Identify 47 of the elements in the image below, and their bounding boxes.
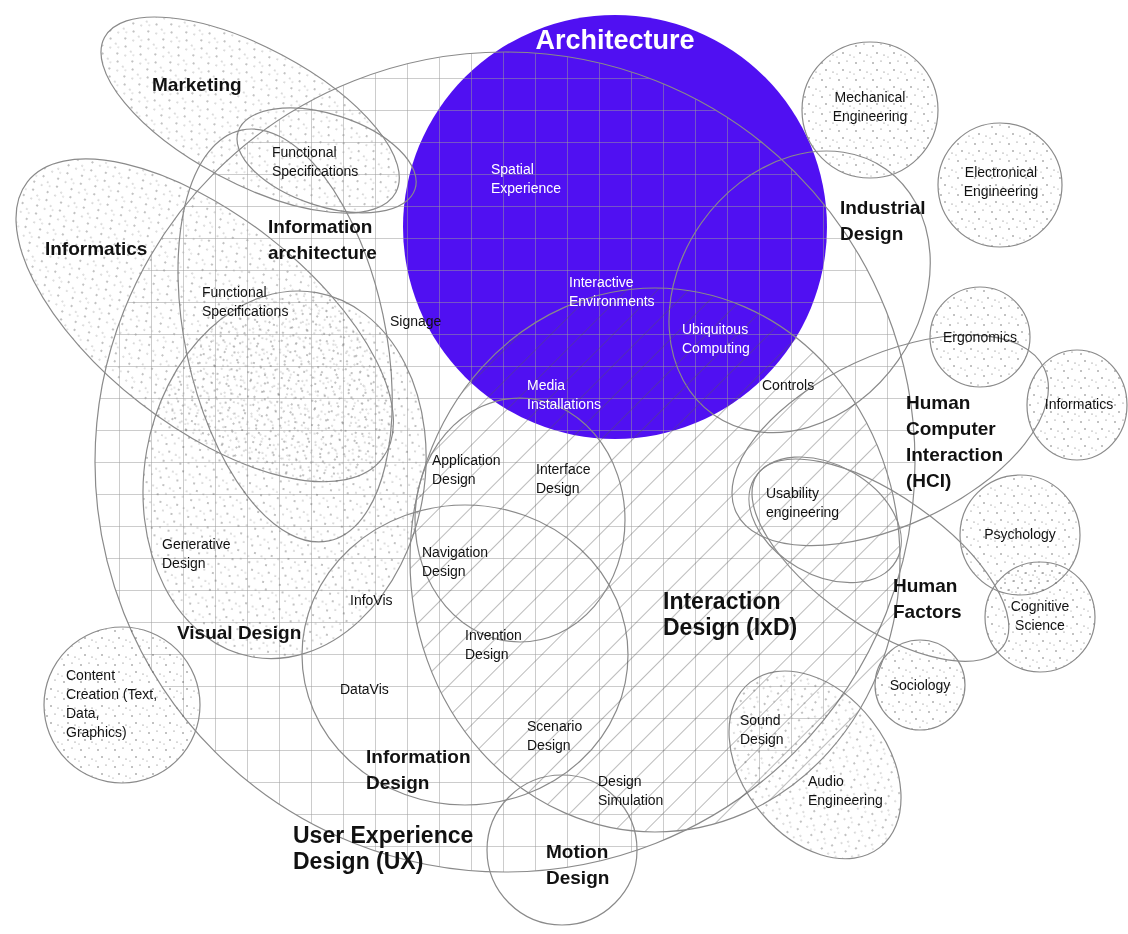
circle-region xyxy=(802,42,938,178)
area-label: Scenario Design xyxy=(527,717,584,755)
region-label: Ergonomics xyxy=(942,328,1018,347)
region-label: Human Computer Interaction (HCI) xyxy=(906,391,1005,493)
area-label: Ubiquitous Computing xyxy=(682,320,751,358)
area-label: Media Installations xyxy=(527,376,602,414)
region-label: Electronical Engineering xyxy=(962,163,1040,201)
area-label: Navigation Design xyxy=(422,543,490,581)
region-label: Sociology xyxy=(888,676,952,695)
region-label: Marketing xyxy=(152,73,243,97)
area-label: Controls xyxy=(762,376,816,395)
region-label: Functional Specifications xyxy=(272,143,360,181)
area-label: Functional Specifications xyxy=(202,283,290,321)
region-label: Application Design xyxy=(432,451,502,489)
region-label: Content Creation (Text, Data, Graphics) xyxy=(66,666,159,742)
area-label: Design Simulation xyxy=(598,772,665,810)
region-label: Mechanical Engineering xyxy=(831,88,909,126)
region-label: Information Design xyxy=(366,745,472,795)
area-label: Spatial Experience xyxy=(491,160,563,198)
region-label: Interaction Design (IxD) xyxy=(663,588,799,640)
area-label: DataVis xyxy=(340,680,390,699)
region-label: Information architecture xyxy=(268,215,378,265)
region-label: Usability engineering xyxy=(766,484,841,522)
area-label: Generative Design xyxy=(162,535,232,573)
area-label: Interface Design xyxy=(536,460,592,498)
region-label: Architecture xyxy=(534,24,696,56)
region-label: Motion Design xyxy=(546,840,611,890)
region-label: Industrial Design xyxy=(840,196,927,246)
region-label: Informatics xyxy=(45,237,149,261)
region-label: Cognitive Science xyxy=(1009,597,1071,635)
area-label: Interactive Environments xyxy=(569,273,656,311)
region-label: Psychology xyxy=(983,525,1057,544)
region-label: User Experience Design (UX) xyxy=(293,822,475,874)
ellipse-region xyxy=(1027,350,1127,460)
region-label: Human Factors xyxy=(893,574,963,624)
ellipse-region xyxy=(237,107,417,213)
circle-region xyxy=(938,123,1062,247)
area-label: InfoVis xyxy=(350,591,394,610)
region-label: Informatics xyxy=(1043,395,1115,414)
circle-region xyxy=(875,640,965,730)
circle-region xyxy=(985,562,1095,672)
circle-region xyxy=(930,287,1030,387)
area-label: Invention Design xyxy=(465,626,523,664)
ellipse-region xyxy=(415,398,625,642)
area-label: Sound Design xyxy=(740,711,785,749)
region-label: Audio Engineering xyxy=(808,772,884,810)
region-label: Visual Design xyxy=(177,621,303,645)
